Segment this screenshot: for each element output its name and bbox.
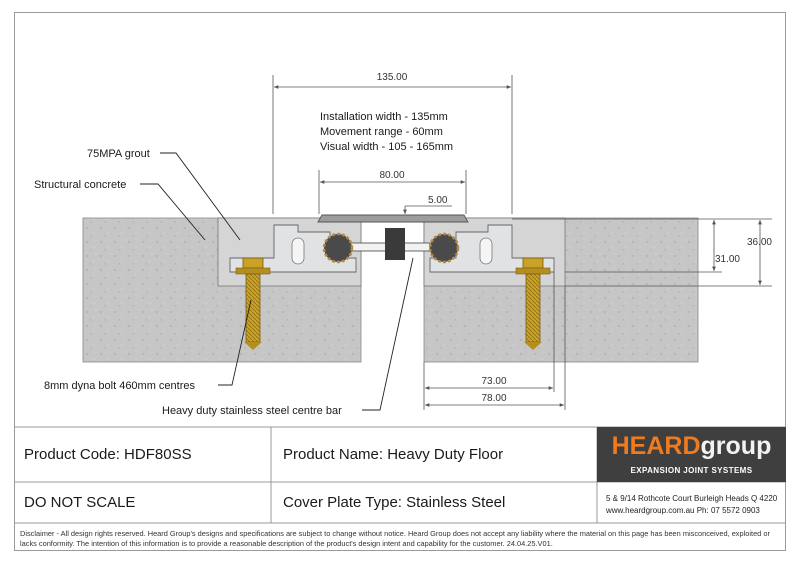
dim-heights [512,218,772,287]
rubber-ball-right [428,232,460,264]
dim-top-width-label: 135.00 [377,72,408,83]
dim-lower [423,272,566,410]
centre-block [385,228,405,260]
spec-visual-width: Visual width - 105 - 165mm [320,141,453,153]
rubber-ball-left [322,232,354,264]
company-contact: www.heardgroup.com.au Ph: 07 5572 0903 [606,506,760,515]
product-name: Product Name: Heavy Duty Floor [283,446,504,463]
spec-installation-width: Installation width - 135mm [320,111,448,123]
brand-logo: HEARDgroup EXPANSION JOINT SYSTEMS [597,427,786,482]
dim-cover-height-label: 31.00 [715,254,740,265]
dyna-bolt-left [235,257,271,350]
dim-gap-label: 5.00 [428,195,448,206]
disclaimer-text: Disclaimer - All design rights reserved.… [20,529,770,548]
dyna-bolt-right [515,257,551,350]
product-code: Product Code: HDF80SS [24,446,192,463]
dim-lower-2-label: 78.00 [481,393,506,404]
rail-slot-right [479,237,493,265]
leader-lines [140,152,414,411]
brand-tagline: EXPANSION JOINT SYSTEMS [630,466,753,475]
label-bolt: 8mm dyna bolt 460mm centres [44,380,196,392]
label-concrete: Structural concrete [34,179,126,191]
dim-lower-1-label: 73.00 [481,376,506,387]
spec-movement-range: Movement range - 60mm [320,126,443,138]
company-address: 5 & 9/14 Rothcote Court Burleigh Heads Q… [606,494,778,503]
dim-gap [403,205,452,214]
label-grout: 75MPA grout [87,148,150,160]
dim-cover-width-label: 80.00 [379,170,404,181]
rail-slot-left [291,237,305,265]
dim-cover-width [318,170,467,214]
dim-top-width [272,75,513,214]
brand-name-heard: HEARD [611,432,701,460]
cover-plate-type: Cover Plate Type: Stainless Steel [283,494,506,511]
dim-total-height-label: 36.00 [747,237,772,248]
scale-note: DO NOT SCALE [24,494,136,511]
brand-name-group: group [700,432,772,460]
label-centre-bar: Heavy duty stainless steel centre bar [162,405,342,417]
cover-plate [317,214,469,223]
